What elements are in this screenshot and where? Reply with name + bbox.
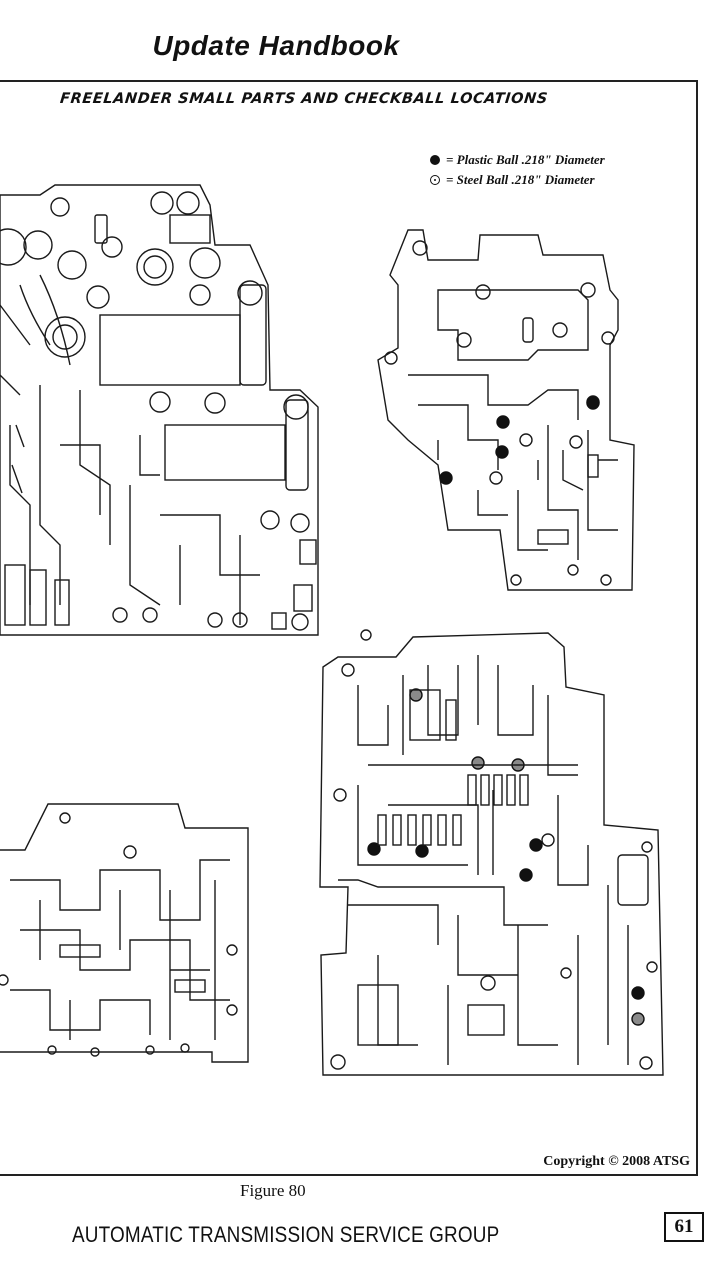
figure-subtitle: FREELANDER SMALL PARTS AND CHECKBALL LOC…	[59, 91, 549, 107]
valve-body-lower-left	[0, 803, 249, 1063]
legend-plastic-label: = Plastic Ball .218" Diameter	[446, 152, 605, 167]
valve-body-lower-right	[319, 629, 664, 1076]
plastic-ball-marker	[415, 844, 429, 858]
steel-ball-marker	[471, 756, 485, 770]
page-title: Update Handbook	[152, 30, 400, 61]
footer-organization: AUTOMATIC TRANSMISSION SERVICE GROUP	[72, 1222, 500, 1247]
legend-steel-label: = Steel Ball .218" Diameter	[446, 172, 595, 187]
plastic-ball-marker	[439, 471, 453, 485]
figure-frame	[0, 80, 698, 1176]
plastic-ball-marker	[495, 445, 509, 459]
copyright-notice: Copyright © 2008 ATSG	[543, 1154, 690, 1169]
steel-ball-marker	[631, 1012, 645, 1026]
plastic-ball-marker	[367, 842, 381, 856]
steel-ball-marker	[409, 688, 423, 702]
page-number: 61	[664, 1212, 704, 1242]
steel-ball-icon	[430, 175, 440, 185]
valve-plate-upper-right	[377, 229, 635, 591]
figure-caption: Figure 80	[240, 1181, 306, 1200]
plastic-ball-marker	[496, 415, 510, 429]
legend-steel-row: = Steel Ball .218" Diameter	[430, 170, 605, 190]
plastic-ball-marker	[529, 838, 543, 852]
plastic-ball-icon	[430, 155, 440, 165]
plastic-ball-marker	[586, 396, 600, 410]
valve-body-upper-left	[0, 184, 319, 636]
plastic-ball-marker	[631, 986, 645, 1000]
plastic-ball-marker	[519, 868, 533, 882]
checkball-legend: = Plastic Ball .218" Diameter = Steel Ba…	[430, 150, 605, 190]
legend-plastic-row: = Plastic Ball .218" Diameter	[430, 150, 605, 170]
